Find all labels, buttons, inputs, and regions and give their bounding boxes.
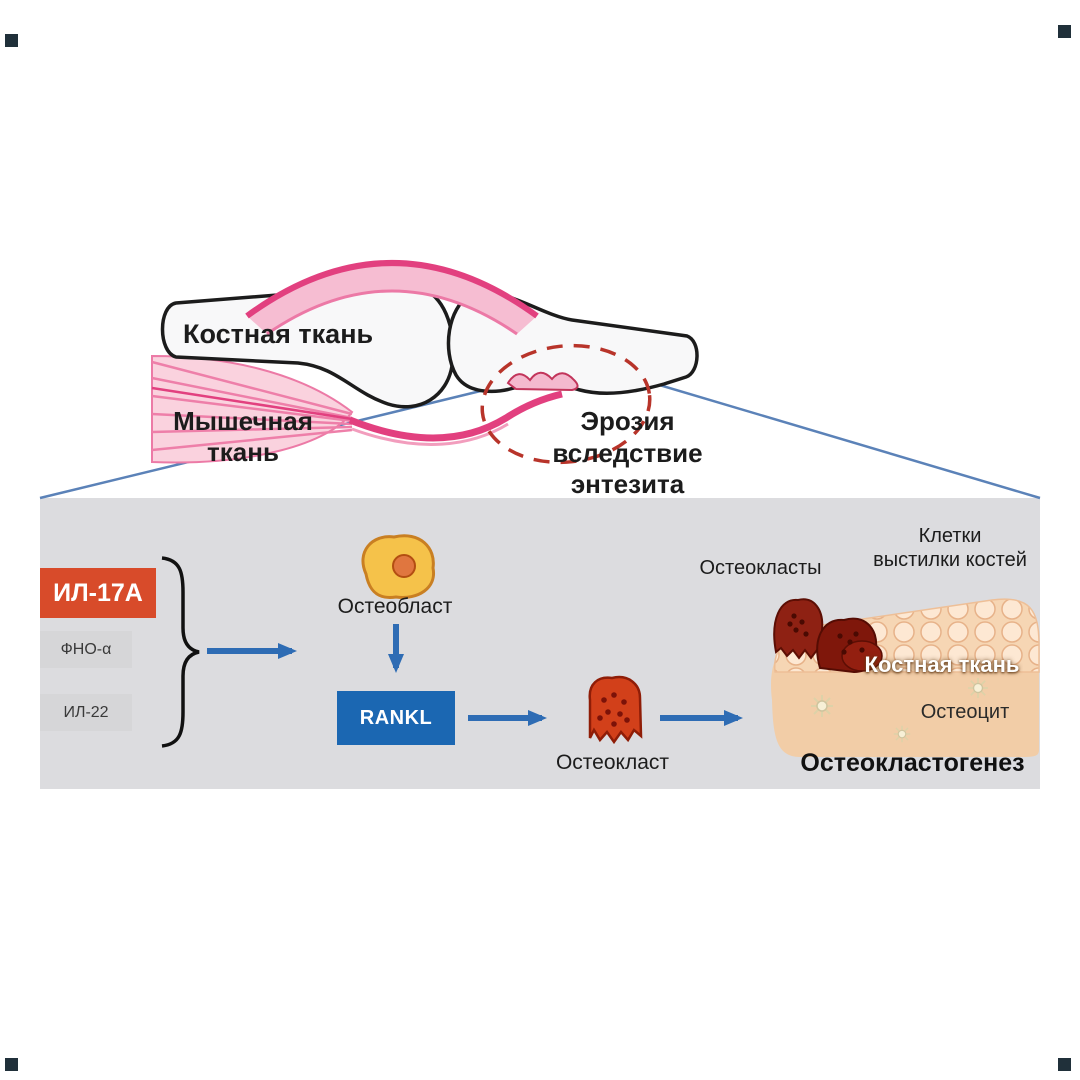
tendon-shape bbox=[348, 390, 563, 446]
joint-illustration bbox=[151, 260, 699, 465]
osteocyte-star bbox=[810, 694, 834, 718]
osteoclast-granules bbox=[597, 692, 630, 727]
pathway-artwork bbox=[161, 534, 743, 748]
erosion-site-shape bbox=[506, 371, 579, 392]
muscle-tissue-shape bbox=[151, 354, 354, 464]
lining-cells-label: Клетки выстилки костей bbox=[873, 525, 1027, 571]
osteoclast-cluster bbox=[773, 598, 883, 674]
joint-capsule-shape bbox=[245, 260, 539, 336]
erosion-label: Эрозия вследствие энтезита bbox=[552, 406, 703, 500]
osteoclast-cell bbox=[588, 675, 643, 745]
osteocyte-star bbox=[893, 725, 911, 743]
bone-tissue-label: Костная ткань bbox=[183, 319, 374, 349]
osteocyte-star bbox=[967, 677, 989, 699]
osteoblast-label: Остеобласт bbox=[337, 595, 453, 618]
osteoclast-label: Остеокласт bbox=[555, 751, 670, 774]
corner-mark bbox=[5, 1058, 18, 1071]
osteocyte-label: Остеоцит bbox=[920, 701, 1010, 723]
osteoclasts-label: Остеокласты bbox=[699, 557, 822, 579]
bone-surface-illustration bbox=[771, 598, 1040, 757]
callout-line-right bbox=[645, 379, 1041, 500]
il22-box: ИЛ-22 bbox=[40, 694, 132, 731]
il17a-box: ИЛ-17А bbox=[40, 568, 156, 618]
erosion-dashed-circle bbox=[480, 343, 652, 465]
corner-mark bbox=[1058, 25, 1071, 38]
bone-tissue-panel-label: Костная ткань bbox=[864, 652, 1020, 677]
osteoblast-nucleus bbox=[392, 554, 416, 578]
osteoblast-cell bbox=[361, 534, 436, 600]
corner-marks bbox=[5, 25, 1071, 1071]
rankl-box: RANKL bbox=[337, 691, 455, 745]
muscle-tissue-label: Мышечная ткань bbox=[173, 406, 313, 468]
grouping-brace bbox=[161, 556, 200, 748]
osteoclastogenesis-caption: Остеокластогенез bbox=[800, 749, 1025, 777]
corner-mark bbox=[1058, 1058, 1071, 1071]
corner-mark bbox=[5, 34, 18, 47]
osteoclast-cluster-granules bbox=[787, 613, 865, 655]
tnf-alpha-box: ФНО-α bbox=[40, 631, 132, 668]
